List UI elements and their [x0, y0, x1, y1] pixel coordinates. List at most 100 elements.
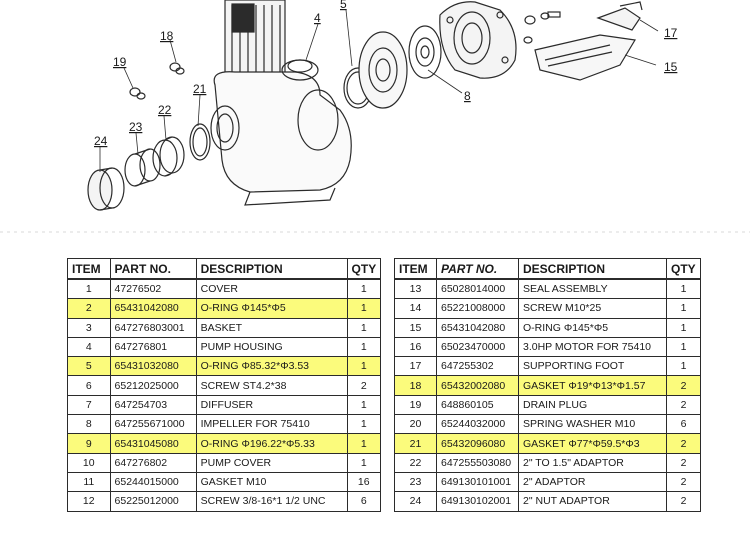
cell-qty: 2: [666, 452, 701, 473]
header-description: DESCRIPTION: [195, 258, 348, 280]
cell-part-no: 47276502: [109, 278, 197, 300]
cell-description: 2" NUT ADAPTOR: [518, 491, 667, 512]
header-qty: QTY: [666, 258, 701, 280]
cell-part-no: 65023470000: [436, 336, 519, 358]
pump-housing-drawing: [210, 59, 352, 206]
cell-description: SCREW M10*25: [518, 298, 667, 319]
cell-item: 15: [394, 317, 437, 338]
cell-description: SCREW ST4.2*38: [195, 375, 348, 396]
cell-part-no: 648860105: [436, 394, 519, 416]
cell-qty: 6: [346, 491, 382, 512]
cell-qty: 2: [666, 394, 701, 416]
cell-item: 8: [67, 414, 111, 435]
cell-part-no: 65244015000: [109, 471, 197, 493]
drain-plug-drawing: [129, 62, 185, 100]
callout-24: 24: [94, 134, 108, 148]
callout-23: 23: [129, 120, 143, 134]
foot-plate-drawing: [534, 34, 636, 81]
cell-description: IMPELLER FOR 75410: [195, 414, 348, 435]
cell-item: 4: [67, 336, 111, 358]
cell-item: 11: [67, 471, 111, 493]
cell-item: 1: [67, 278, 111, 300]
cell-part-no: 647276802: [109, 452, 197, 473]
cell-description: 3.0HP MOTOR FOR 75410: [518, 336, 667, 358]
cell-qty: 2: [666, 491, 701, 512]
cell-qty: 1: [666, 298, 701, 319]
cell-qty: 1: [666, 278, 701, 300]
cell-item: 12: [67, 491, 111, 512]
cell-qty: 1: [346, 317, 382, 338]
cell-qty: 1: [346, 433, 382, 454]
cell-description: 2" ADAPTOR: [518, 471, 667, 493]
callout-21: 21: [193, 82, 207, 96]
cell-part-no: 65244032000: [436, 414, 519, 435]
cell-part-no: 647254703: [109, 394, 197, 416]
cell-item: 23: [394, 471, 437, 493]
gasket-drawing: [189, 123, 211, 161]
cell-item: 24: [394, 491, 437, 512]
cell-item: 21: [394, 433, 437, 454]
cell-part-no: 65431042080: [436, 317, 519, 338]
cell-item: 19: [394, 394, 437, 416]
cell-description: SEAL ASSEMBLY: [518, 278, 667, 300]
basket-drawing: [224, 0, 286, 81]
cell-description: DRAIN PLUG: [518, 394, 667, 416]
cell-part-no: 647276803001: [109, 317, 197, 338]
cell-part-no: 65221008000: [436, 298, 519, 319]
nut-adaptor-drawing: [87, 167, 125, 211]
cell-item: 3: [67, 317, 111, 338]
header-part-no: PART NO.: [109, 258, 197, 280]
cell-qty: 1: [666, 317, 701, 338]
cell-item: 18: [394, 375, 437, 396]
cell-description: O-RING Φ145*Φ5: [195, 298, 348, 319]
callout-4: 4: [314, 11, 321, 25]
header-description: DESCRIPTION: [518, 258, 667, 280]
cell-part-no: 647276801: [109, 336, 197, 358]
cell-qty: 1: [346, 336, 382, 358]
adaptor-2in-drawing: [124, 148, 161, 187]
cell-qty: 1: [346, 278, 382, 300]
cell-description: O-RING Φ145*Φ5: [518, 317, 667, 338]
callout-8: 8: [464, 89, 471, 103]
header-part-no: PART NO.: [436, 258, 519, 280]
diffuser-drawing: [358, 31, 408, 109]
cell-part-no: 65431045080: [109, 433, 197, 454]
cell-description: PUMP COVER: [195, 452, 348, 473]
table-header-row: ITEM PART NO. DESCRIPTION QTY: [394, 258, 701, 280]
cell-description: GASKET M10: [195, 471, 348, 493]
cell-description: GASKET Φ19*Φ13*Φ1.57: [518, 375, 667, 396]
cell-description: DIFFUSER: [195, 394, 348, 416]
motor-face-drawing: [439, 1, 517, 79]
cell-item: 22: [394, 452, 437, 473]
callout-17: 17: [664, 26, 678, 40]
cell-part-no: 65432096080: [436, 433, 519, 454]
cell-part-no: 649130102001: [436, 491, 519, 512]
cell-item: 10: [67, 452, 111, 473]
supporting-foot-drawing: [596, 1, 643, 31]
cell-part-no: 65432002080: [436, 375, 519, 396]
cell-item: 20: [394, 414, 437, 435]
cell-item: 6: [67, 375, 111, 396]
cell-qty: 16: [346, 471, 382, 493]
exploded-pump-diagram: 18 19 4 5 21 22 23 24 8 17 15: [0, 0, 750, 250]
cell-qty: 1: [346, 452, 382, 473]
